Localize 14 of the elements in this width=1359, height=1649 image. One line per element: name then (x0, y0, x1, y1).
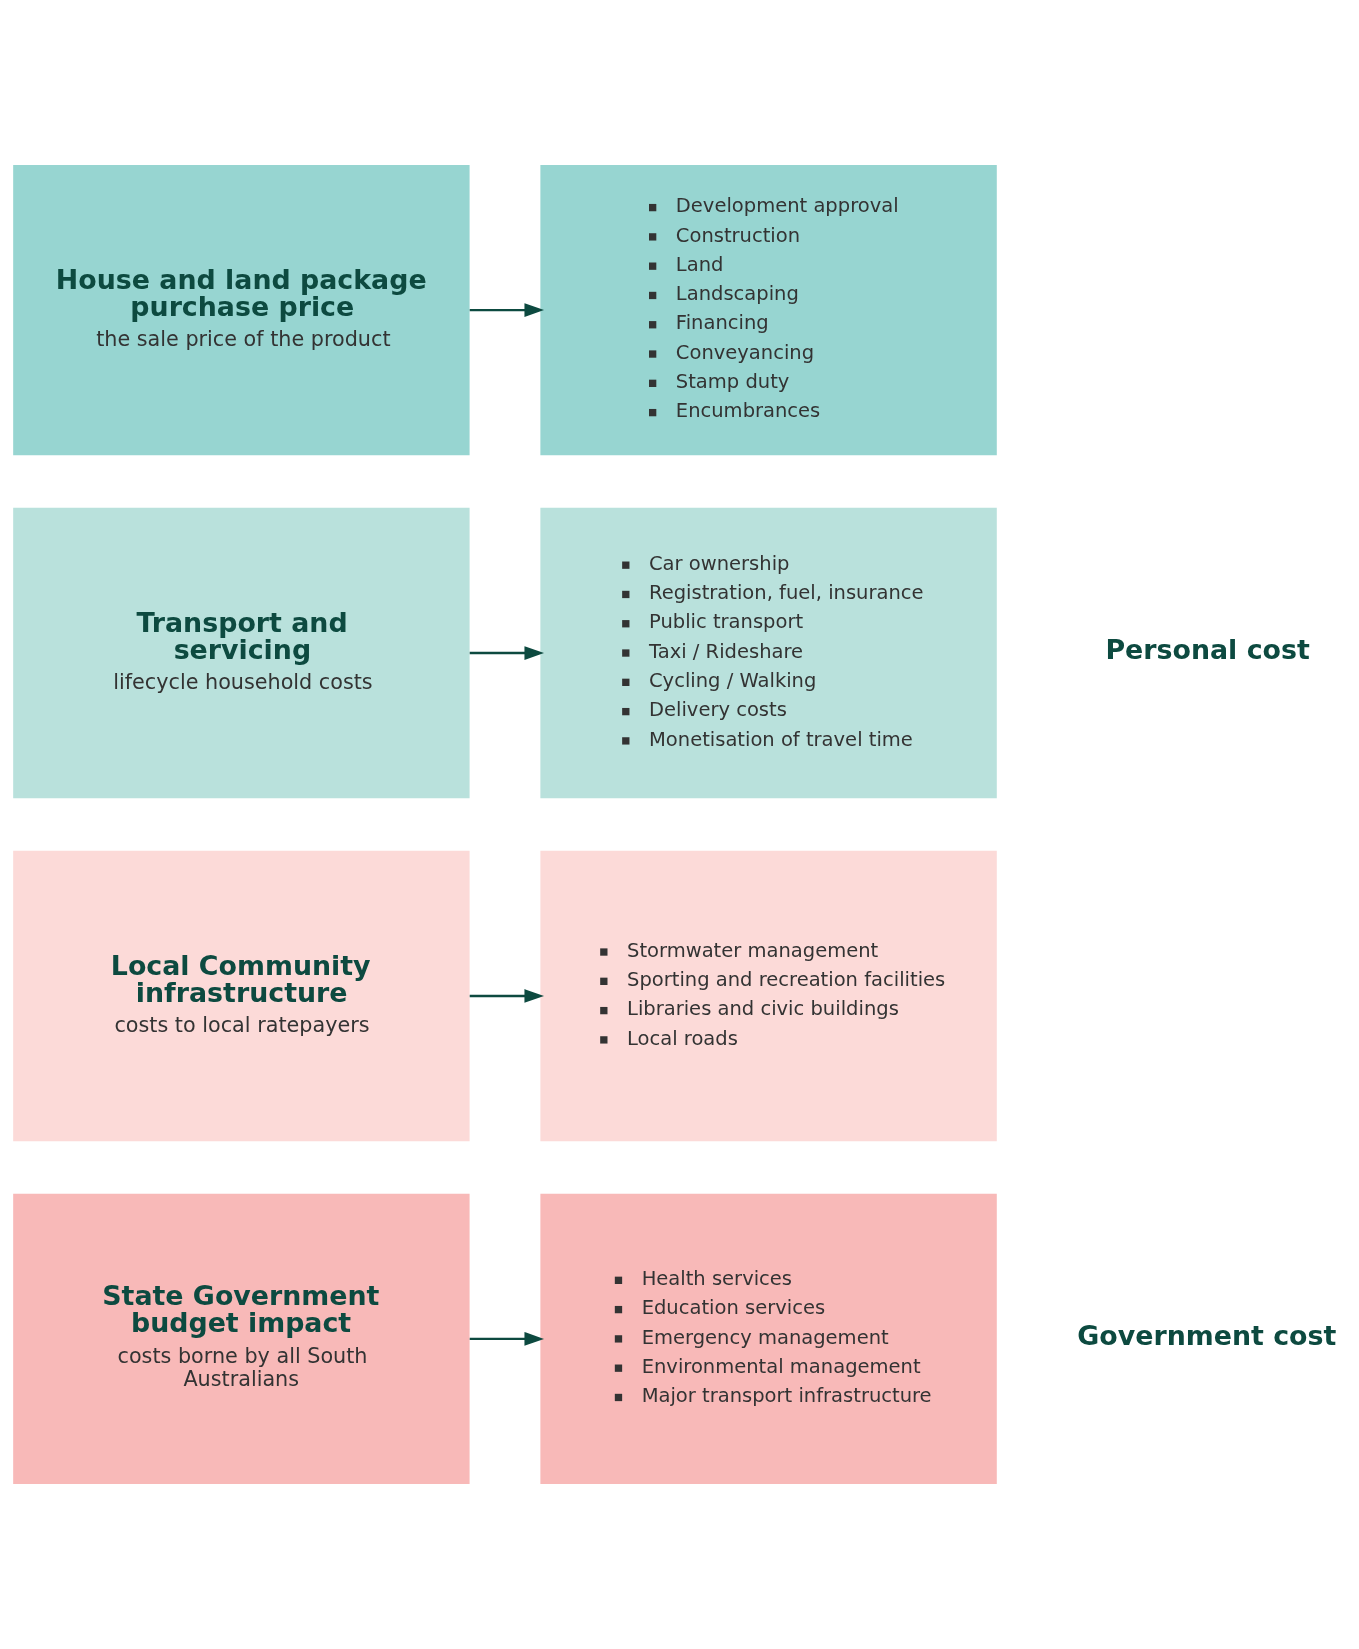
node-box: House and land package purchase price the sale price of the product (13, 164, 470, 456)
node-box: Health services Education services Emergency management Environmental management Major transport infrastructure (540, 1193, 997, 1485)
node-box: Development approval Construction Land Landscaping Financing Conveyancing Stamp duty Encumbrances (540, 164, 997, 456)
arrow (469, 646, 544, 660)
label: Government cost (1077, 1319, 1337, 1351)
label: Personal cost (1105, 633, 1310, 665)
node-box: Transport and servicing lifecycle household costs (13, 507, 470, 799)
node-box: Local Community infrastructure costs to local ratepayers (13, 850, 470, 1142)
node-box: Car ownership Registration, fuel, insurance Public transport Taxi / Rideshare Cycling / Walking Delivery costs Monetisation of travel time (540, 507, 997, 799)
arrow (469, 989, 544, 1003)
node-box: Stormwater management Sporting and recreation facilities Libraries and civic buildings Local roads (540, 850, 997, 1142)
arrow (469, 303, 544, 317)
arrow (469, 1332, 544, 1346)
node-box: State Government budget impact costs borne by all South Australians (13, 1193, 470, 1485)
